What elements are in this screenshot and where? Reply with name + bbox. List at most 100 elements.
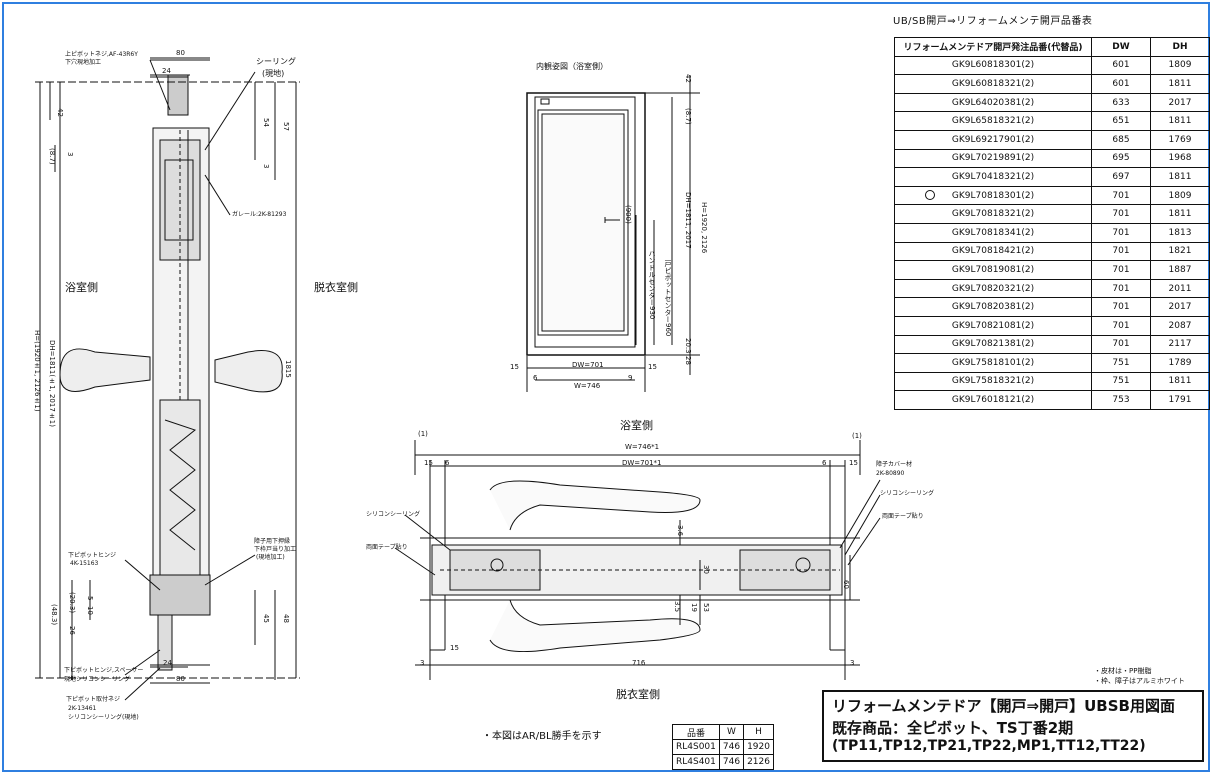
part-number: GK9L70818321(2) <box>951 209 1035 220</box>
plan-dim-dw: DW=701*1 <box>622 459 662 467</box>
dw-cell: 701 <box>1091 334 1151 355</box>
table-row: RL4S001 746 1920 <box>672 739 774 755</box>
model-w: 746 <box>718 754 745 770</box>
col-header-dw: DW <box>1091 37 1151 57</box>
part-number-cell: GK9L64020381(2) <box>894 92 1092 113</box>
part-number-cell: GK9L70818321(2) <box>894 204 1092 224</box>
dim-h-main: H=(1920±1, 2126±1) <box>33 330 41 412</box>
bath-side-label-plan: 浴室側 <box>620 419 653 432</box>
dim-5: 5 <box>86 596 94 601</box>
plan-dim-716: 716 <box>632 659 646 667</box>
elev-dim-9: 9 <box>628 374 633 382</box>
plan-dim-30: 30 <box>702 565 710 574</box>
part-number: GK9L70818341(2) <box>951 227 1035 238</box>
dim-54: 54 <box>262 118 270 127</box>
part-number-cell: GK9L75818321(2) <box>894 371 1092 392</box>
doorstop-label-3: (現地加工) <box>256 554 285 561</box>
dim-57: 57 <box>282 122 290 131</box>
dh-cell: 1809 <box>1150 55 1210 76</box>
plan-dim-19: 19 <box>690 603 698 612</box>
plan-dim-60: 60 <box>842 580 850 589</box>
dim-3-left: 3 <box>66 152 74 157</box>
dw-cell: 701 <box>1091 260 1151 280</box>
part-number: GK9L70418321(2) <box>951 171 1035 182</box>
lever-label: ガレール:2K-81293 <box>232 211 287 218</box>
top-pivot-sub: 下穴現地加工 <box>65 59 102 66</box>
elev-dim-handle: ハンドルセンター930 <box>648 250 656 320</box>
dw-cell: 701 <box>1091 241 1151 262</box>
cover-label: 障子カバー材 <box>876 461 913 468</box>
part-number-cell: GK9L76018121(2) <box>894 390 1092 410</box>
part-number: GK9L65818321(2) <box>951 116 1035 127</box>
elev-dim-15-left: 15 <box>510 363 519 371</box>
material-note-2: ・枠、障子はアルミホワイト <box>1094 677 1185 685</box>
dim-42: 42 <box>56 108 64 117</box>
model-header-w: W <box>718 724 745 740</box>
cover-code: 2K-80890 <box>876 470 905 477</box>
dim-24-top: 24 <box>162 67 171 75</box>
col-header-dh: DH <box>1150 37 1210 57</box>
part-number-cell: GK9L70818301(2) <box>894 185 1092 206</box>
dh-cell: 1811 <box>1150 167 1210 187</box>
part-number-cell: GK9L70818341(2) <box>894 222 1092 243</box>
tape-right-label: 両面テープ貼り <box>882 513 924 520</box>
elev-dim-pivot: 戸ピボットセンター960 <box>664 260 672 337</box>
plan-dim-1-right: (1) <box>852 432 862 440</box>
title-block: リフォームメンテドア【開戸⇒開戸】UBSB用図面 既存商品：全ピボット、TS丁番… <box>822 690 1204 762</box>
part-number: GK9L70219891(2) <box>951 153 1035 164</box>
dw-cell: 601 <box>1091 74 1151 94</box>
part-number: GK9L70819081(2) <box>951 264 1035 275</box>
dw-cell: 701 <box>1091 278 1151 299</box>
plan-dim-1-left: (1) <box>418 430 428 438</box>
spacer-label-2: 現地シリコンシーリング <box>64 676 131 683</box>
dw-cell: 701 <box>1091 315 1151 336</box>
dw-cell: 633 <box>1091 92 1151 113</box>
title-line-3: (TP11,TP12,TP21,TP22,MP1,TT12,TT22) <box>832 738 1146 754</box>
plan-dim-3-5: 3.5 <box>673 601 681 613</box>
handed-note: ・本図はAR/BL勝手を示す <box>482 731 602 742</box>
plan-dim-15-bottom: 15 <box>450 644 459 652</box>
part-number-cell: GK9L65818321(2) <box>894 111 1092 131</box>
elev-dim-dh: DH=1811, 2017 <box>684 192 692 249</box>
part-number-cell: GK9L75818101(2) <box>894 353 1092 373</box>
dim-10: 10 <box>86 606 94 615</box>
part-number: GK9L70820321(2) <box>951 283 1035 294</box>
dw-cell: 751 <box>1091 371 1151 392</box>
dim-45: 45 <box>262 614 270 623</box>
elev-dim-w: W=746 <box>574 382 601 390</box>
top-pivot-label: 上ピボットネジ,AF-43R6Y <box>65 51 138 58</box>
parts-table: リフォームメンテドア開戸発注品番(代替品) DW DH GK9L60818301… <box>894 37 1210 410</box>
dim-dh-main: DH=1811(±1, 2017±1) <box>48 340 56 427</box>
dh-cell: 1811 <box>1150 204 1210 224</box>
part-number: GK9L75818101(2) <box>951 357 1035 368</box>
plan-dim-w: W=746*1 <box>625 443 660 451</box>
part-number: GK9L75818321(2) <box>951 376 1035 387</box>
title-line-2: 既存商品：全ピボット、TS丁番2期 <box>832 719 1074 737</box>
dim-1815: 1815 <box>284 360 292 378</box>
elev-dim-center: (900) <box>624 205 632 224</box>
doorstop-label: 障子用下押縁 <box>254 538 291 545</box>
col-header-part: リフォームメンテドア開戸発注品番(代替品) <box>894 37 1092 57</box>
model-code: RL4S401 <box>672 754 720 770</box>
dw-cell: 601 <box>1091 55 1151 76</box>
seal-top-label: シーリング <box>256 57 296 66</box>
bottom-pivot-label: 下ピボットヒンジ <box>68 552 117 559</box>
dressing-side-label-left: 脱衣室側 <box>314 281 358 294</box>
dh-cell: 1813 <box>1150 222 1210 243</box>
part-number-cell: GK9L70821081(2) <box>894 315 1092 336</box>
dim-3-right: 3 <box>262 164 270 169</box>
part-number: GK9L70818421(2) <box>951 246 1035 257</box>
part-number-cell: GK9L60818321(2) <box>894 74 1092 94</box>
dw-cell: 751 <box>1091 353 1151 373</box>
elev-dim-dw: DW=701 <box>572 361 604 369</box>
bottom-plate-code: 2K-13461 <box>68 705 97 712</box>
